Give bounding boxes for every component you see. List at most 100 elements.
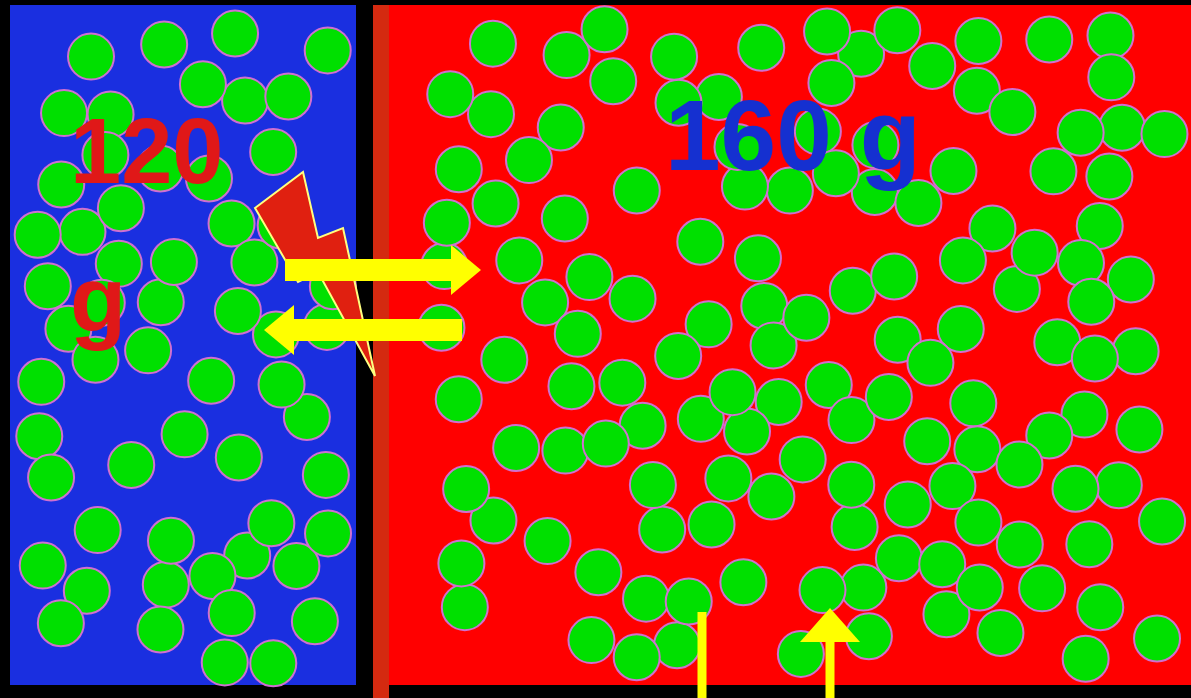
particle (138, 279, 184, 325)
particle (1108, 256, 1154, 302)
particle (493, 425, 539, 471)
particle (259, 362, 305, 408)
particle (741, 283, 787, 329)
particle (141, 21, 187, 67)
container-region (10, 5, 356, 685)
particle (542, 195, 588, 241)
indicator-arrow (826, 640, 835, 698)
particle (871, 253, 917, 299)
particle (250, 640, 296, 686)
particle (68, 34, 114, 80)
particle (424, 200, 470, 246)
transfer-arrow (285, 259, 455, 281)
particle (1087, 13, 1133, 59)
particle (20, 543, 66, 589)
particle (1099, 105, 1145, 151)
particle (1019, 565, 1065, 611)
particle (800, 567, 846, 613)
particle (710, 369, 756, 415)
particle (75, 507, 121, 553)
particle (783, 295, 829, 341)
particle (481, 337, 527, 383)
particle (566, 254, 612, 300)
particle (582, 6, 628, 52)
particle (442, 584, 488, 630)
particle (1052, 466, 1098, 512)
particle (828, 462, 874, 508)
particle (1141, 111, 1187, 157)
particle (542, 428, 588, 474)
particle (950, 380, 996, 426)
particle (506, 137, 552, 183)
mass-label: 120 g (70, 77, 260, 375)
particle (655, 333, 701, 379)
particle (575, 549, 621, 595)
particle (614, 168, 660, 214)
particle (1072, 335, 1118, 381)
particle (955, 500, 1001, 546)
particle (930, 148, 976, 194)
particle (188, 358, 234, 404)
particle (885, 481, 931, 527)
particle (1068, 279, 1114, 325)
particle (265, 74, 311, 120)
particle (1088, 54, 1134, 100)
particle (874, 7, 920, 53)
particle (876, 535, 922, 581)
particle (599, 360, 645, 406)
particle (735, 235, 781, 281)
particle (1066, 521, 1112, 567)
particle (305, 27, 351, 73)
particle (303, 452, 349, 498)
container-region (375, 5, 1191, 685)
particle (292, 598, 338, 644)
particle (548, 363, 594, 409)
particle (148, 518, 194, 564)
particle (1012, 230, 1058, 276)
particle (1113, 328, 1159, 374)
particle (16, 413, 62, 459)
particle (705, 455, 751, 501)
particle (250, 129, 296, 175)
particle (137, 607, 183, 653)
indicator-line (698, 612, 707, 698)
particle (468, 91, 514, 137)
container-box: 160 g (375, 5, 1191, 685)
particle (438, 540, 484, 586)
particle (780, 436, 826, 482)
particle (977, 610, 1023, 656)
particle (216, 434, 262, 480)
membrane-strip (373, 5, 389, 698)
particle (151, 239, 197, 285)
particle (1096, 462, 1142, 508)
mass-label: 160 g (665, 75, 1085, 195)
particle (957, 564, 1003, 610)
particle (804, 8, 850, 54)
particle (202, 639, 248, 685)
transfer-arrow (290, 319, 462, 341)
particle (427, 71, 473, 117)
particle (1026, 17, 1072, 63)
particle (470, 21, 516, 67)
particle (639, 506, 685, 552)
particle (989, 89, 1035, 135)
particle (651, 34, 697, 80)
particle (473, 180, 519, 226)
particle (1139, 499, 1185, 545)
particle (677, 219, 723, 265)
particle (215, 288, 261, 334)
particle (832, 504, 878, 550)
particle (1077, 584, 1123, 630)
particle (720, 559, 766, 605)
particle (18, 359, 64, 405)
particle (940, 237, 986, 283)
particle (583, 421, 629, 467)
particle (1030, 148, 1076, 194)
particle (738, 25, 784, 71)
particle (443, 466, 489, 512)
particle (28, 454, 74, 500)
particle (590, 58, 636, 104)
particle (997, 521, 1043, 567)
particle (1063, 636, 1109, 682)
particle (496, 237, 542, 283)
